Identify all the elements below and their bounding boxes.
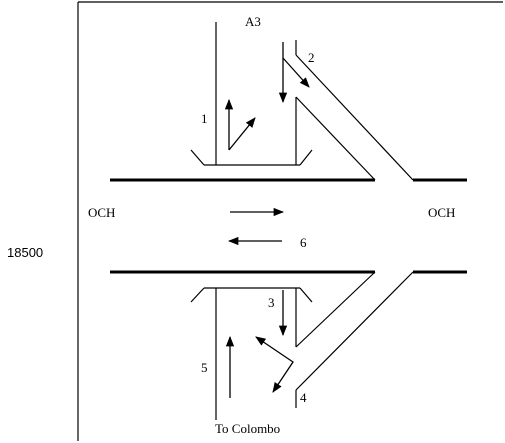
bottom-slip-inner-edge [295, 271, 376, 348]
side-label: 18500 [7, 245, 43, 260]
movement-2b-arrow [282, 57, 310, 88]
movement-4-arrow [255, 336, 294, 393]
top-slip-inner-edge [295, 96, 376, 181]
movement-3-label: 3 [268, 295, 275, 310]
bottom-road-label: To Colombo [215, 421, 280, 436]
top-road-label: A3 [245, 14, 261, 29]
movement-5-label: 5 [201, 360, 208, 375]
right-road-label: OCH [428, 205, 455, 220]
top-road-right-flare [299, 149, 313, 166]
bottom-road-left-flare [190, 287, 205, 303]
movement-4-label: 4 [300, 390, 307, 405]
top-slip-outer-edge [295, 54, 414, 181]
left-road-label: OCH [88, 205, 115, 220]
movement-6-label: 6 [300, 235, 307, 250]
movement-1-label: 1 [201, 111, 208, 126]
bottom-road-right-flare [299, 287, 313, 303]
top-road-left-flare [190, 149, 205, 166]
movement-2-label: 2 [308, 50, 315, 65]
bottom-slip-outer-edge [295, 271, 414, 391]
movement-1-turn-arrow [228, 117, 256, 151]
